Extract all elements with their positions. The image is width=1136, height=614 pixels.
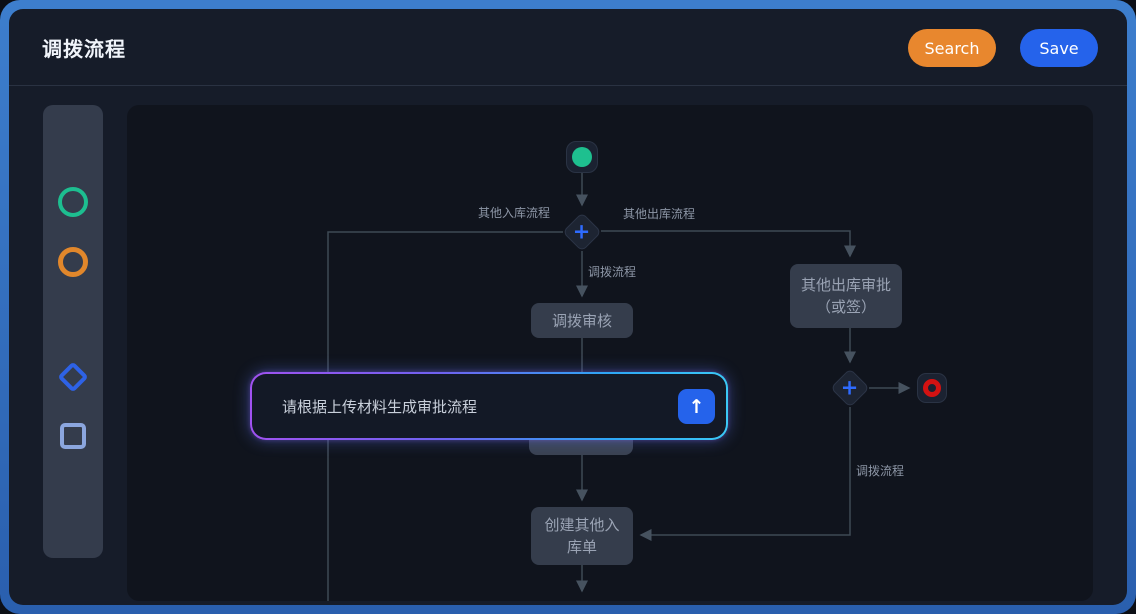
edge-label-other-inbound: 其他入库流程 [478,206,551,220]
shape-palette [43,105,103,558]
edge-label-other-outbound: 其他出库流程 [623,207,696,221]
node-create-inbound-line1: 创建其他入 [544,516,620,534]
flow-canvas[interactable]: + 其他入库流程 其他出库流程 调拨流程 调拨审核 其他出库审批 （或签） + … [127,105,1093,601]
start-node[interactable] [566,141,598,173]
end-node-ring-icon [923,379,941,397]
node-create-inbound-order[interactable]: 创建其他入 库单 [531,507,633,565]
edge-label-transfer-flow: 调拨流程 [588,265,637,279]
page-title: 调拨流程 [42,37,126,61]
ai-prompt-text[interactable]: 请根据上传材料生成审批流程 [282,397,478,416]
node-outbound-approval[interactable]: 其他出库审批 （或签） [790,264,902,328]
node-create-inbound-line2: 库单 [566,538,597,556]
save-button[interactable]: Save [1020,29,1098,67]
start-circle-icon[interactable] [58,187,88,217]
header-divider [9,85,1127,86]
end-circle-icon[interactable] [59,306,87,334]
node-outbound-approval-line2: （或签） [815,298,876,316]
edge-label-transfer-flow-right: 调拨流程 [856,464,905,478]
task-square-icon[interactable] [60,423,86,449]
pending-circle-icon[interactable] [58,247,88,277]
node-outbound-approval-line1: 其他出库审批 [800,276,891,294]
start-node-dot-icon [572,147,592,167]
plus-icon: + [841,375,859,400]
flow-edges [327,173,911,601]
arrow-up-icon: ↑ [688,395,705,418]
gateway-diamond-icon[interactable] [57,361,89,393]
plus-icon: + [573,219,591,244]
node-transfer-review[interactable]: 调拨审核 [531,303,633,338]
end-node[interactable] [917,373,947,403]
ai-prompt-bar[interactable]: 请根据上传材料生成审批流程 ↑ [250,372,728,440]
submit-upload-button[interactable]: ↑ [678,389,715,424]
search-button[interactable]: Search [908,29,996,67]
